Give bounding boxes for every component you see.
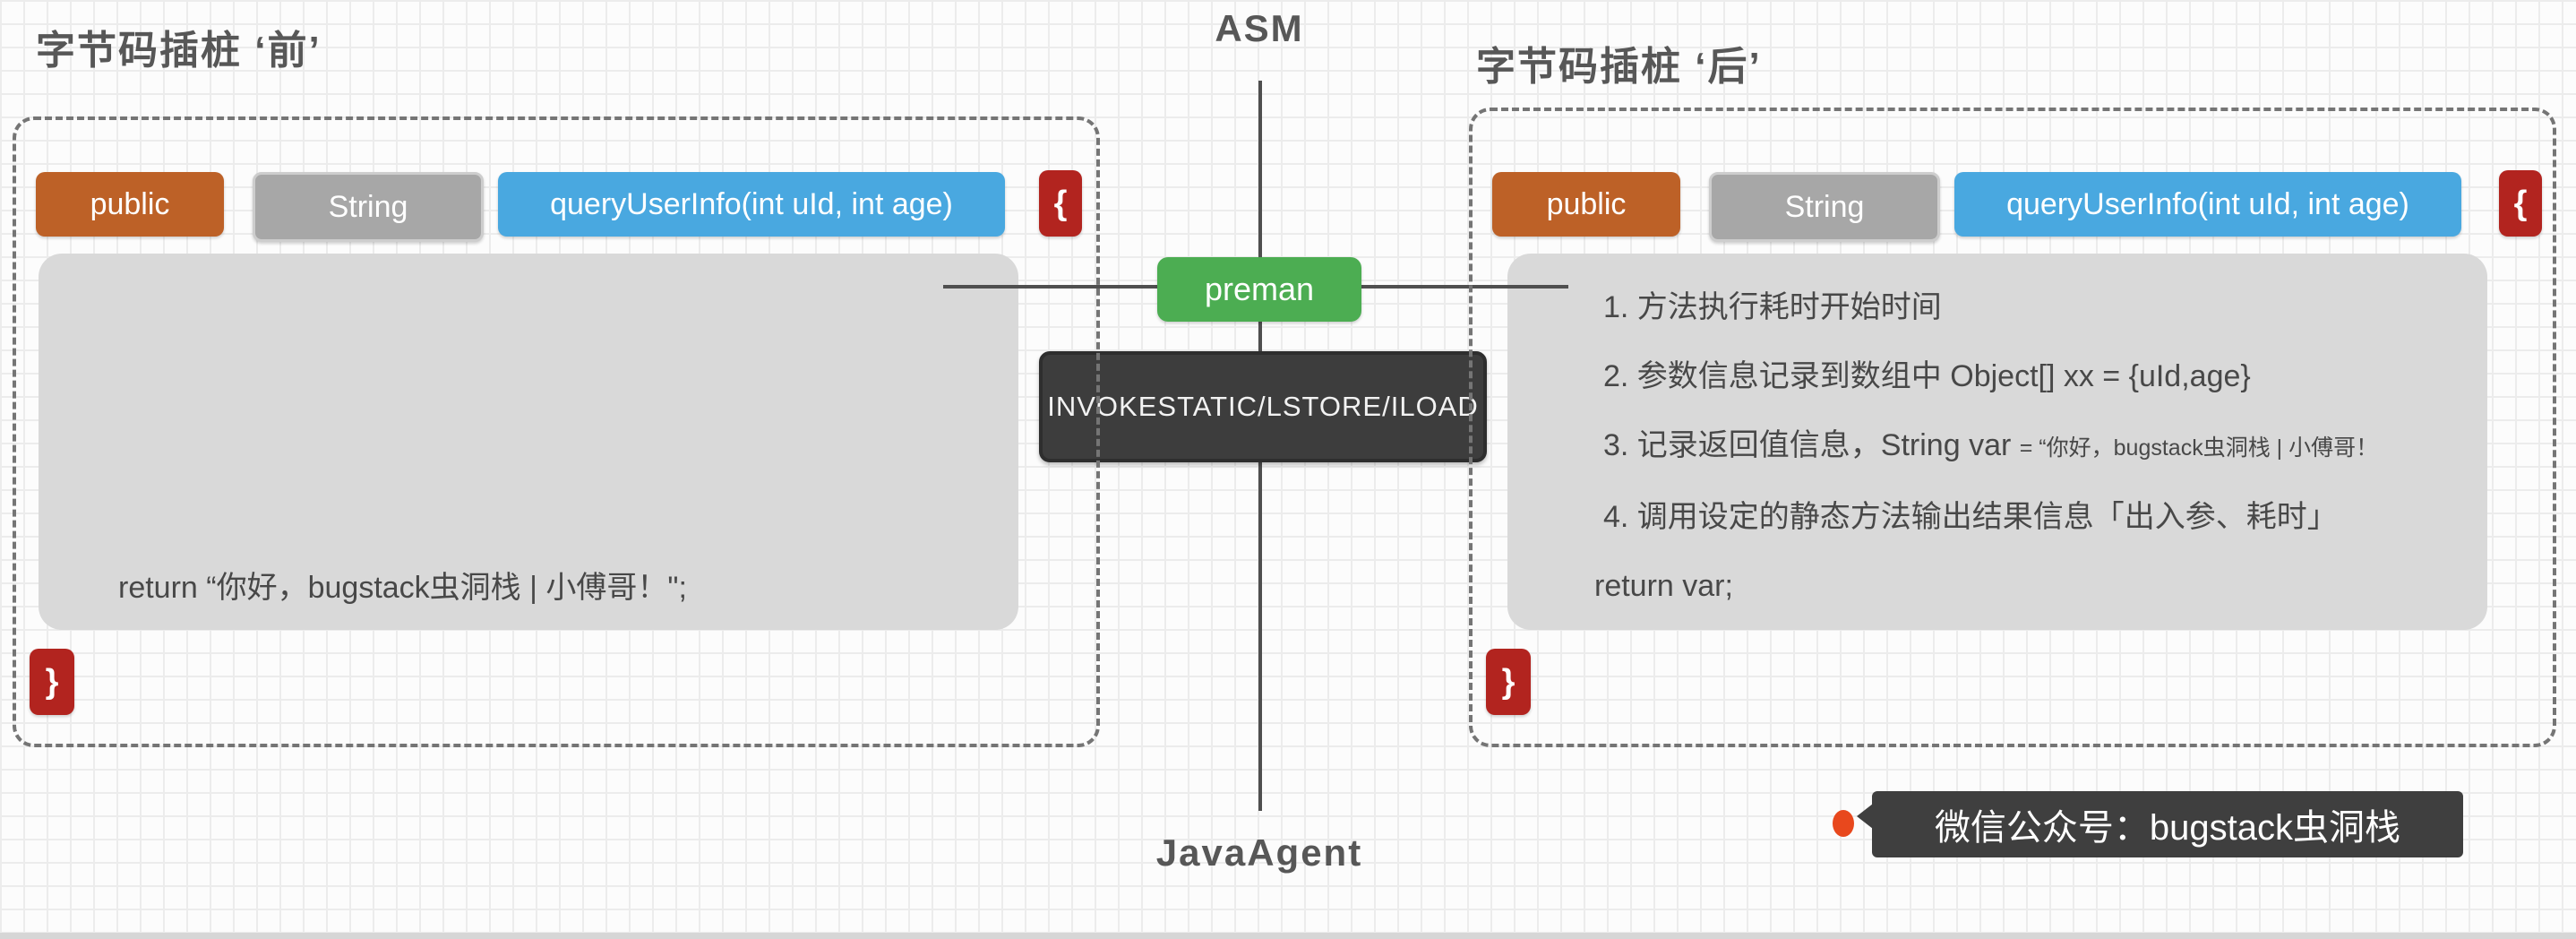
- asm-label: ASM: [1215, 7, 1304, 49]
- step-4: 4. 调用设定的静态方法输出结果信息「出入参、耗时」: [1603, 500, 2338, 534]
- before-method-body: return “你好，bugstack虫洞栈 | 小傅哥！";: [39, 254, 1018, 630]
- after-modifier-badge: public: [1492, 172, 1680, 237]
- step-3-return-value: = “你好，bugstack虫洞栈 | 小傅哥！: [2019, 435, 2379, 461]
- step-3: 3. 记录返回值信息，String var = “你好，bugstack虫洞栈 …: [1603, 428, 2379, 462]
- after-return-statement: return var;: [1594, 569, 1733, 603]
- after-close-brace-badge: }: [1486, 649, 1531, 715]
- after-method-body: 1. 方法执行耗时开始时间 2. 参数信息记录到数组中 Object[] xx …: [1507, 254, 2487, 630]
- before-close-brace-badge: }: [30, 649, 74, 715]
- after-return-type-badge: String: [1709, 172, 1940, 242]
- bytecode-instructions-box: INVOKESTATIC/LSTORE/ILOAD: [1039, 351, 1487, 462]
- step-2: 2. 参数信息记录到数组中 Object[] xx = {uId,age}: [1603, 359, 2251, 393]
- step-1: 1. 方法执行耗时开始时间: [1603, 290, 1942, 324]
- watermark-dot-icon: [1833, 810, 1854, 837]
- before-method-signature-badge: queryUserInfo(int uId, int age): [498, 172, 1005, 237]
- javaagent-label: JavaAgent: [1155, 831, 1363, 874]
- page-bottom-edge: [0, 933, 2576, 939]
- instrumentation-steps: 1. 方法执行耗时开始时间 2. 参数信息记录到数组中 Object[] xx …: [1594, 288, 2469, 606]
- before-open-brace-badge: {: [1039, 170, 1082, 237]
- tooltip-arrow-icon: [1857, 804, 1873, 829]
- wechat-watermark-tooltip: 微信公众号：bugstack虫洞栈: [1857, 791, 2463, 857]
- before-title: 字节码插桩 ‘前’: [36, 29, 322, 73]
- before-return-type-badge: String: [253, 172, 484, 242]
- after-open-brace-badge: {: [2499, 170, 2542, 237]
- wechat-watermark-label: 微信公众号：bugstack虫洞栈: [1934, 808, 2401, 848]
- after-method-signature-badge: queryUserInfo(int uId, int age): [1954, 172, 2461, 237]
- after-title: 字节码插桩 ‘后’: [1476, 45, 1762, 89]
- before-modifier-badge: public: [36, 172, 224, 237]
- preman-badge: preman: [1157, 257, 1361, 322]
- before-return-statement: return “你好，bugstack虫洞栈 | 小傅哥！";: [118, 571, 687, 605]
